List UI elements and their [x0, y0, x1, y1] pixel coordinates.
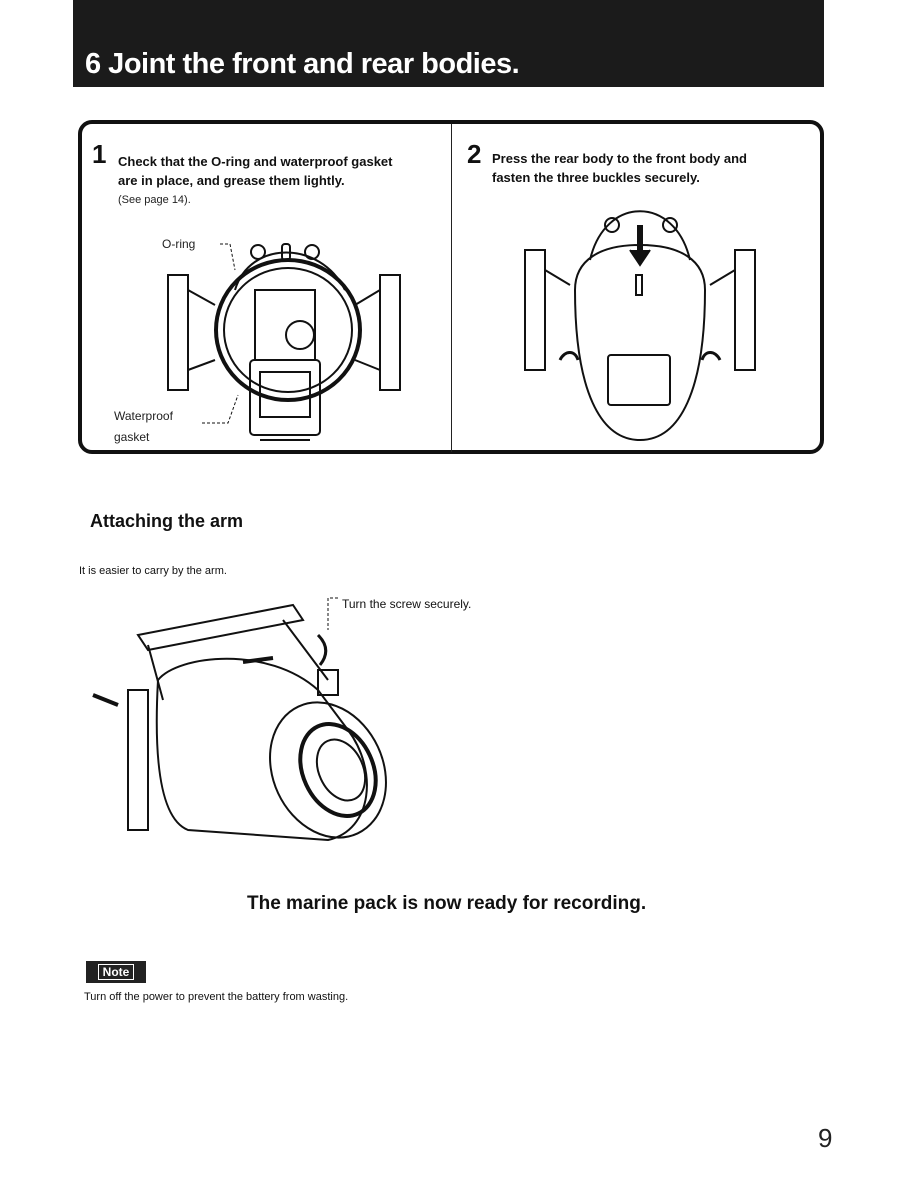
step-2-number: 2 [467, 139, 482, 169]
step-1-line-1: Check that the O-ring and waterproof gas… [118, 154, 393, 169]
steps-divider [451, 124, 452, 452]
section-intro: It is easier to carry by the arm. [79, 565, 227, 577]
page-number: 9 [818, 1123, 833, 1153]
section-heading: Attaching the arm [90, 511, 244, 531]
header-banner [73, 0, 824, 87]
ready-message: The marine pack is now ready for recordi… [247, 893, 647, 914]
note-badge: Note [86, 961, 146, 983]
step-2-line-1: Press the rear body to the front body an… [492, 151, 747, 166]
step-1-number: 1 [92, 139, 107, 169]
note-badge-label: Note [97, 964, 135, 980]
open-marine-pack-illustration [167, 243, 401, 441]
closed-marine-pack-illustration [524, 210, 756, 442]
step-2-line-2: fasten the three buckles securely. [492, 170, 700, 185]
page-title: 6 Joint the front and rear bodies. [85, 48, 520, 80]
steps-box [78, 120, 824, 454]
step-2-text: Press the rear body to the front body an… [492, 149, 747, 187]
waterproof-gasket-label-2: gasket [114, 430, 150, 444]
note-text: Turn off the power to prevent the batter… [84, 991, 349, 1003]
screw-callout: Turn the screw securely. [342, 597, 472, 611]
o-ring-label: O-ring [162, 237, 196, 251]
step-1-reference: (See page 14). [118, 194, 191, 206]
step-1-line-2: are in place, and grease them lightly. [118, 173, 345, 188]
step-1-text: Check that the O-ring and waterproof gas… [118, 152, 393, 190]
arm-attachment-illustration [92, 597, 387, 842]
waterproof-gasket-label-1: Waterproof [114, 409, 173, 423]
